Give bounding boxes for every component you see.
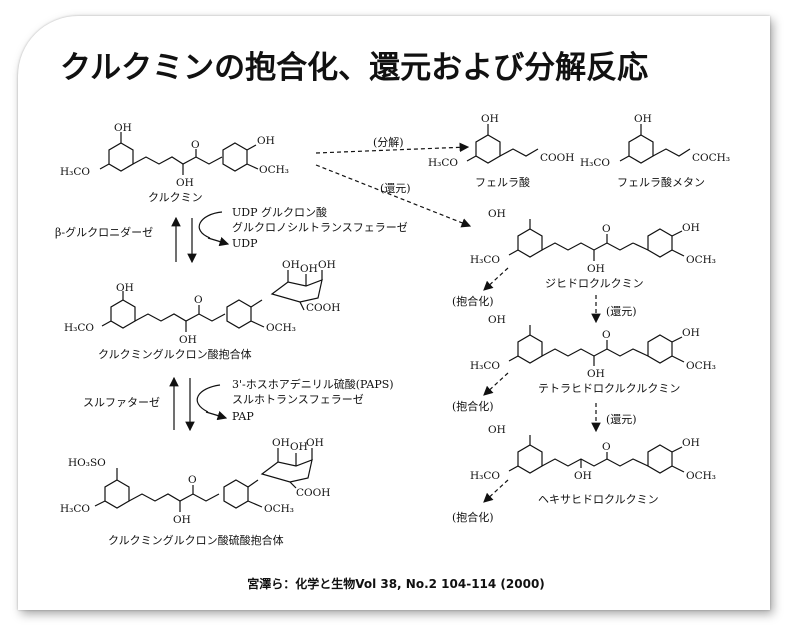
glucuronide-o: O [194,294,203,306]
hexahydro-oh-right: OH [682,437,700,449]
dihydro-o: O [602,223,611,235]
sulfate-sugar-oh1: OH [272,437,290,449]
label-glucuronide-sulfate: クルクミングルクロン酸硫酸抱合体 [108,533,284,547]
sulfate-h3co: H₃CO [60,503,90,515]
glucuronide-oh-left: OH [116,282,134,294]
dihydrocurcumin-structure [508,219,685,261]
label-pap: PAP [232,410,254,423]
glucuronide-sugar-oh1: OH [282,259,300,271]
tetrahydro-oh-left: OH [488,314,506,326]
label-beta-glucuronidase: β-グルクロニダーゼ [55,225,153,239]
dihydro-oh-left: OH [488,208,506,220]
glucuronide-oh-enol: OH [179,334,197,346]
ferulic-oh: OH [481,113,499,125]
hexahydrocurcumin-structure [508,435,685,474]
label-dihydrocurcumin: ジヒドロクルクミン [545,277,644,290]
glucuronide-sugar-oh3: OH [318,259,336,271]
sulfate-sugar-oh3: OH [306,437,324,449]
curcumin-oh-right: OH [257,135,275,147]
curcumin-oh-left: OH [114,122,132,134]
label-reduction-2: (還元) [606,305,637,318]
label-glucuronosyltransferase: グルクロノシルトランスフェラーゼ [232,220,408,234]
label-sulfatase: スルファターゼ [83,396,160,409]
ferulic-acid-structure [466,124,539,164]
label-hexahydrocurcumin: ヘキサヒドロクルクミン [538,493,659,506]
citation: 宮澤ら：化学と生物Vol 38, No.2 104-114 (2000) [247,577,545,591]
sulfate-och3: OCH₃ [264,503,294,515]
glucuronide-sulfate-structure [94,448,313,512]
curcumin-oh-enol: OH [176,177,194,189]
slide-card [18,16,770,610]
label-conjugation-1: (抱合化) [452,294,494,308]
feruloylmethane-h3co: H₃CO [580,157,610,169]
tetrahydro-och3: OCH₃ [686,360,716,372]
label-udp-glucuronic-acid: UDP グルクロン酸 [232,205,327,219]
glucuronide-och3: OCH₃ [266,322,296,334]
label-decomposition: (分解) [373,135,404,149]
feruloylmethane-oh: OH [634,113,652,125]
tetrahydrocurcumin-structure [508,325,685,366]
label-reduction-3: (還元) [606,413,637,426]
label-glucuronide: クルクミングルクロン酸抱合体 [98,347,252,361]
sulfate-sugar-oh2: OH [290,441,308,453]
label-paps: 3'-ホスホアデニリル硫酸(PAPS) [232,377,394,391]
curcumin-o: O [191,139,200,151]
label-udp: UDP [232,237,258,250]
ferulic-h3co: H₃CO [428,157,458,169]
hexahydro-o: O [602,441,611,453]
dihydro-och3: OCH₃ [686,254,716,266]
label-tetrahydrocurcumin: テトラヒドロクルクルクミン [538,382,680,395]
slide-title: クルクミンの抱合化、還元および分解反応 [60,50,649,86]
feruloylmethane-coch3: COCH₃ [692,152,730,164]
ferulic-cooh: COOH [540,152,574,164]
sulfate-oh-enol: OH [173,514,191,526]
glucuronide-structure [101,270,323,332]
hexahydro-oh-left: OH [488,424,506,436]
label-ferulic-acid: フェルラ酸 [475,175,530,189]
curcumin-h3co: H₃CO [60,166,90,178]
hexahydro-oh: OH [574,470,592,482]
tetrahydro-h3co: H₃CO [470,360,500,372]
dihydro-oh-enol: OH [587,263,605,275]
sulfate-ho3so: HO₃SO [68,457,106,469]
sulfate-o: O [188,474,197,486]
label-reduction-1: (還元) [380,182,411,195]
feruloylmethane-structure [619,124,691,164]
label-conjugation-3: (抱合化) [452,510,494,524]
glucuronide-sugar-oh2: OH [300,263,318,275]
dihydro-oh-right: OH [682,222,700,234]
label-conjugation-2: (抱合化) [452,399,494,413]
reaction-arrows [169,142,601,503]
curcumin-structure [99,132,259,175]
glucuronide-h3co: H₃CO [64,322,94,334]
tetrahydro-oh-right: OH [682,327,700,339]
hexahydro-och3: OCH₃ [686,470,716,482]
label-feruloylmethane: フェルラ酸メタン [617,175,705,189]
tetrahydro-oh-enol: OH [587,368,605,380]
hexahydro-h3co: H₃CO [470,470,500,482]
dihydro-h3co: H₃CO [470,254,500,266]
label-sulfotransferase: スルホトランスフェラーゼ [232,393,364,406]
glucuronide-cooh: COOH [306,302,340,314]
tetrahydro-o: O [602,329,611,341]
sulfate-cooh: COOH [296,487,330,499]
curcumin-och3: OCH₃ [259,164,289,176]
label-curcumin: クルクミン [148,191,203,204]
